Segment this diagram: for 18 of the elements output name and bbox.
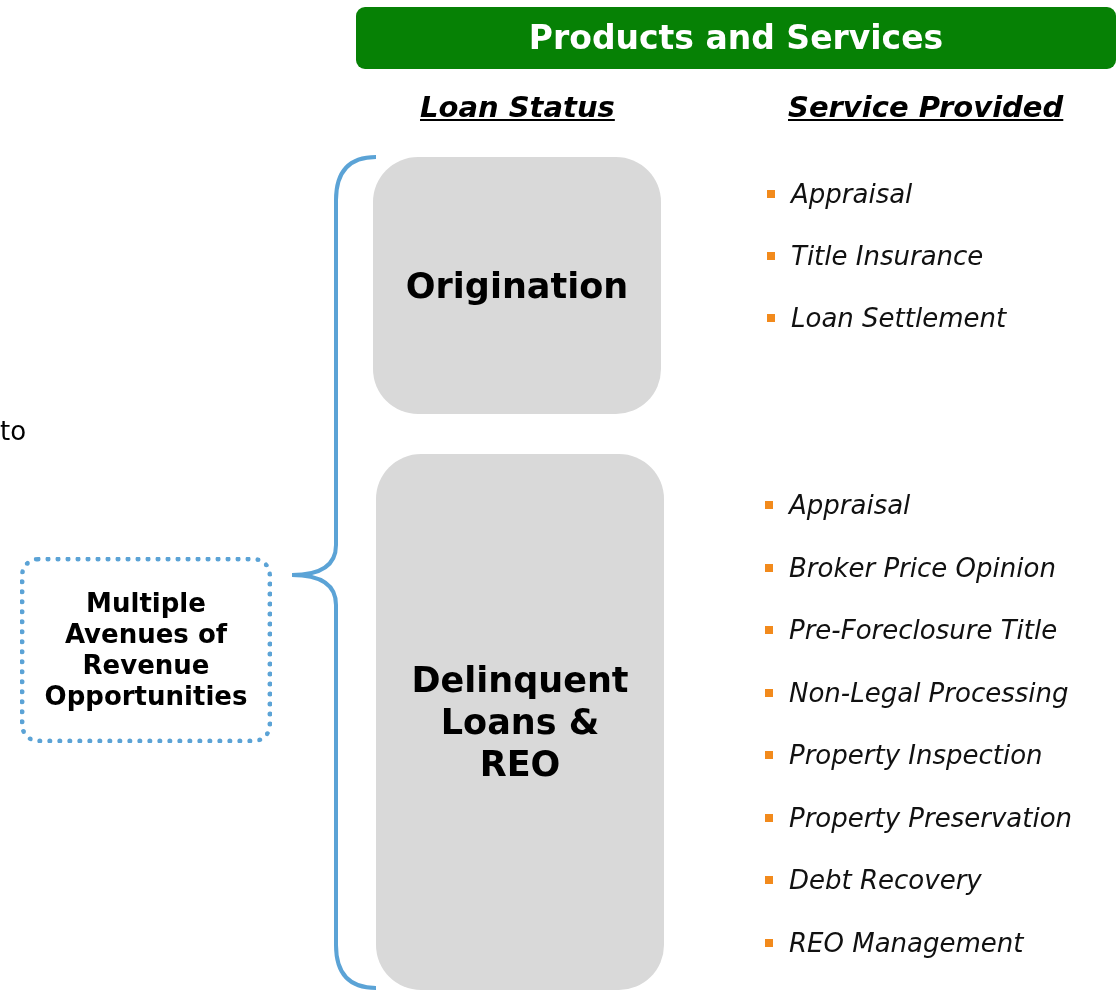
service-item: Pre-Foreclosure Title — [789, 615, 1058, 645]
service-item: REO Management — [789, 927, 1024, 958]
callout-box: Multiple Avenues of Revenue Opportunities — [20, 557, 272, 743]
service-item: Broker Price Opinion — [789, 552, 1056, 583]
header-bar: Products and Services — [356, 7, 1116, 69]
service-item: Debt Recovery — [789, 865, 982, 895]
status-box: Origination — [373, 157, 661, 414]
service-item: Non-Legal Processing — [789, 677, 1069, 708]
column-heading: Service Provided — [788, 90, 1064, 124]
text-fragment: to — [0, 416, 27, 446]
service-item: Title Insurance — [791, 241, 984, 271]
service-item: Property Preservation — [789, 802, 1073, 833]
column-heading: Loan Status — [420, 90, 615, 124]
service-item: Appraisal — [789, 490, 911, 520]
service-item: Loan Settlement — [791, 303, 1007, 333]
service-item: Appraisal — [791, 179, 913, 209]
service-item: Property Inspection — [789, 740, 1043, 770]
status-box: Delinquent Loans & REO — [376, 454, 664, 990]
